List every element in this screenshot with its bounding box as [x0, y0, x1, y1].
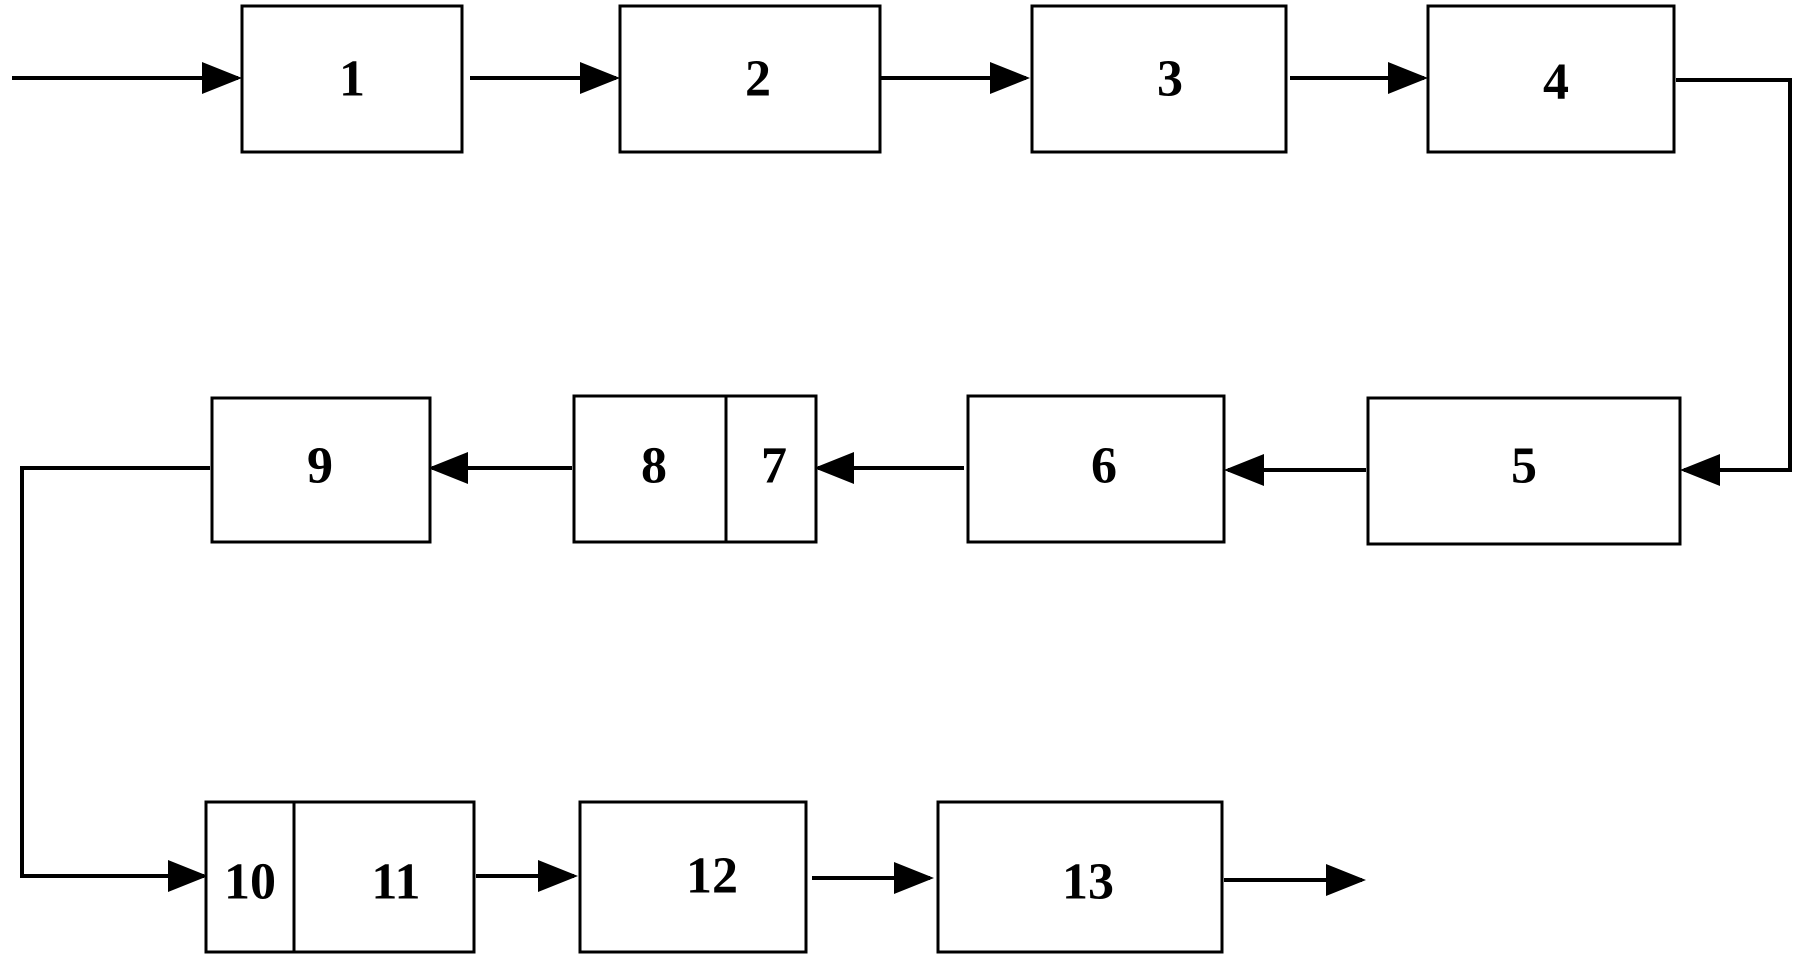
block-8-7-combined: 8 7: [572, 394, 818, 544]
block-3-label: 3: [1157, 51, 1183, 108]
block-8-label: 8: [641, 438, 667, 495]
block-3: 3: [1030, 4, 1288, 154]
block-10-11-combined: 10 11: [204, 800, 476, 954]
block-9-label: 9: [307, 438, 333, 495]
block-13-label: 13: [1062, 854, 1114, 911]
arrow-9-to-10: [20, 466, 210, 892]
connectors: [12, 62, 1792, 896]
block-12-label: 12: [686, 848, 738, 905]
block-1: 1: [240, 4, 464, 154]
block-5: 5: [1366, 396, 1682, 546]
block-5-label: 5: [1511, 438, 1537, 495]
block-10-label: 10: [224, 854, 276, 911]
block-4-label: 4: [1543, 54, 1569, 111]
block-6-label: 6: [1091, 438, 1117, 495]
block-9: 9: [210, 396, 432, 544]
block-7-label: 7: [761, 438, 787, 495]
block-2-label: 2: [745, 51, 771, 108]
block-13: 13: [936, 800, 1224, 954]
block-11-label: 11: [371, 854, 420, 911]
arrow-4-to-5: [1676, 78, 1792, 486]
block-4: 4: [1426, 4, 1676, 154]
block-1-label: 1: [339, 51, 365, 108]
block-2: 2: [618, 4, 882, 154]
block-6: 6: [966, 394, 1226, 544]
block-12: 12: [578, 800, 808, 954]
